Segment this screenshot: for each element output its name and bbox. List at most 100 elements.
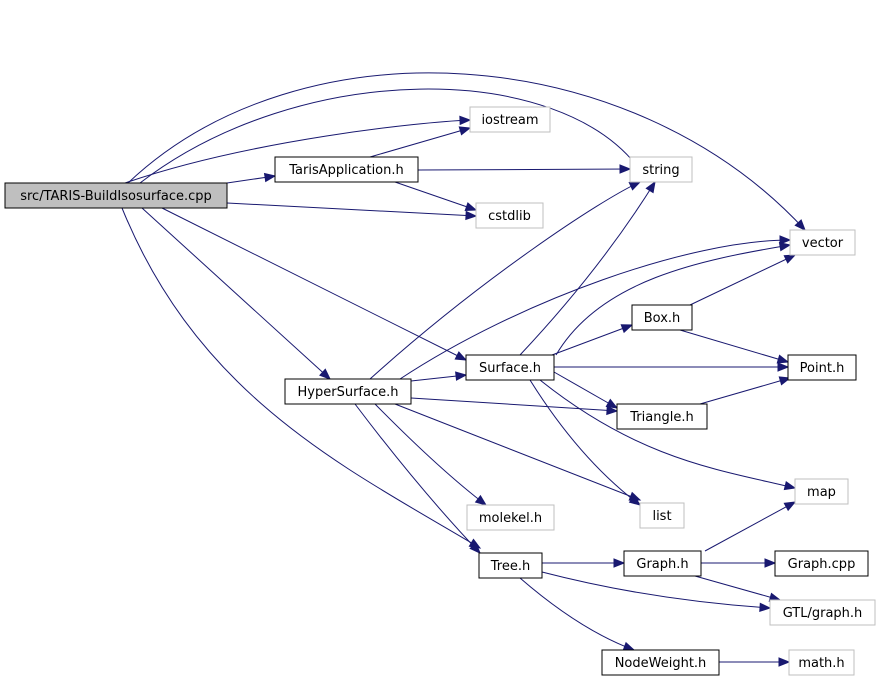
node-label: NodeWeight.h bbox=[615, 656, 707, 671]
edge-hypersurface-to-surface bbox=[410, 371, 468, 382]
node-label: TarisApplication.h bbox=[288, 163, 404, 178]
node-label: list bbox=[652, 509, 671, 524]
edge-line bbox=[551, 324, 633, 356]
node-box bbox=[629, 156, 693, 183]
arrowhead-icon bbox=[606, 405, 619, 416]
node-label: map bbox=[807, 485, 836, 500]
edge-hypersurface-to-triangle bbox=[410, 397, 619, 416]
node-label: iostream bbox=[481, 113, 538, 128]
edge-line bbox=[161, 207, 467, 361]
edge-line bbox=[394, 403, 641, 501]
node-box bbox=[787, 354, 857, 381]
node-surface[interactable]: Surface.h bbox=[465, 354, 555, 381]
node-graph-h[interactable]: Graph.h bbox=[623, 550, 702, 577]
edge-hypersurface-to-molekel bbox=[374, 403, 488, 506]
edge-line bbox=[139, 88, 641, 184]
edge-line bbox=[121, 207, 481, 549]
node-graph-cpp[interactable]: Graph.cpp bbox=[774, 550, 869, 577]
node-math: math.h bbox=[788, 649, 855, 676]
arrowhead-icon bbox=[628, 181, 642, 191]
arrowhead-icon bbox=[794, 219, 806, 231]
node-box bbox=[4, 182, 228, 209]
edge-hypersurface-to-tree bbox=[354, 403, 481, 554]
node-box bbox=[794, 478, 849, 505]
edge-line bbox=[369, 127, 471, 158]
node-triangle[interactable]: Triangle.h bbox=[616, 403, 708, 430]
node-label: GTL/graph.h bbox=[783, 606, 863, 621]
node-label: Graph.cpp bbox=[788, 557, 856, 572]
arrowhead-icon bbox=[469, 542, 481, 554]
arrowhead-icon bbox=[783, 480, 797, 491]
edges-layer bbox=[121, 72, 806, 667]
arrowhead-icon bbox=[459, 115, 472, 126]
arrowhead-icon bbox=[778, 657, 791, 667]
edge-root-to-hypersurface bbox=[141, 207, 331, 380]
edge-line bbox=[555, 244, 791, 356]
edge-line bbox=[539, 379, 796, 489]
edge-surface-to-map bbox=[539, 379, 797, 491]
arrowhead-icon bbox=[645, 180, 656, 194]
node-label: src/TARIS-BuildIsosurface.cpp bbox=[20, 189, 212, 204]
edge-tree-to-graph_h bbox=[542, 558, 626, 568]
node-label: Graph.h bbox=[636, 557, 688, 572]
edge-line bbox=[374, 403, 487, 506]
node-label: math.h bbox=[798, 656, 844, 671]
node-root[interactable]: src/TARIS-BuildIsosurface.cpp bbox=[4, 182, 228, 209]
edge-line bbox=[394, 181, 477, 211]
arrowhead-icon bbox=[783, 501, 797, 512]
edge-nodeweight-to-math bbox=[719, 657, 791, 667]
node-box bbox=[623, 550, 702, 577]
edge-line bbox=[226, 202, 477, 217]
node-nodeweight[interactable]: NodeWeight.h bbox=[601, 649, 720, 676]
arrowhead-icon bbox=[474, 494, 488, 506]
edge-root-to-vector bbox=[127, 72, 806, 231]
node-list: list bbox=[639, 502, 685, 529]
node-box bbox=[789, 229, 856, 256]
edge-box-to-vector bbox=[689, 254, 797, 306]
edge-taris_app-to-cstdlib bbox=[394, 181, 478, 212]
arrowhead-icon bbox=[622, 641, 636, 651]
arrowhead-icon bbox=[455, 371, 468, 381]
node-label: cstdlib bbox=[488, 209, 531, 224]
node-label: Tree.h bbox=[490, 559, 530, 574]
node-iostream: iostream bbox=[469, 106, 551, 133]
node-box[interactable]: Box.h bbox=[631, 304, 693, 331]
node-gtl-graph: GTL/graph.h bbox=[769, 599, 876, 626]
node-string: string bbox=[629, 156, 693, 183]
arrowhead-icon bbox=[465, 210, 478, 221]
node-box bbox=[284, 378, 412, 405]
arrowhead-icon bbox=[458, 126, 472, 136]
arrowhead-icon bbox=[764, 558, 777, 568]
arrowhead-icon bbox=[778, 376, 792, 386]
edge-line bbox=[399, 239, 791, 380]
arrowhead-icon bbox=[319, 368, 331, 380]
arrowhead-icon bbox=[777, 362, 790, 372]
node-label: molekel.h bbox=[479, 511, 542, 526]
node-box bbox=[769, 599, 876, 626]
node-tree[interactable]: Tree.h bbox=[478, 552, 543, 579]
node-point[interactable]: Point.h bbox=[787, 354, 857, 381]
edge-line bbox=[541, 571, 771, 609]
edge-line bbox=[519, 181, 656, 356]
node-box bbox=[466, 504, 555, 531]
edge-line bbox=[699, 377, 791, 405]
node-label: vector bbox=[802, 236, 844, 251]
edge-line bbox=[410, 397, 618, 412]
edge-surface-to-vector bbox=[555, 242, 792, 356]
node-cstdlib: cstdlib bbox=[475, 202, 544, 229]
edge-tree-to-gtl_graph bbox=[541, 571, 772, 613]
edge-graph_h-to-map bbox=[704, 501, 797, 552]
node-label: Surface.h bbox=[479, 361, 541, 376]
edge-line bbox=[704, 501, 796, 552]
node-label: Triangle.h bbox=[629, 410, 693, 425]
node-hypersurface[interactable]: HyperSurface.h bbox=[284, 378, 412, 405]
edge-hypersurface-to-list bbox=[394, 403, 642, 501]
node-box bbox=[601, 649, 720, 676]
edge-line bbox=[519, 577, 635, 651]
edge-taris_app-to-string bbox=[417, 164, 632, 174]
edge-graph_h-to-graph_cpp bbox=[701, 558, 777, 568]
arrowhead-icon bbox=[778, 242, 792, 252]
edge-line bbox=[369, 181, 641, 380]
node-taris-app[interactable]: TarisApplication.h bbox=[274, 156, 419, 183]
